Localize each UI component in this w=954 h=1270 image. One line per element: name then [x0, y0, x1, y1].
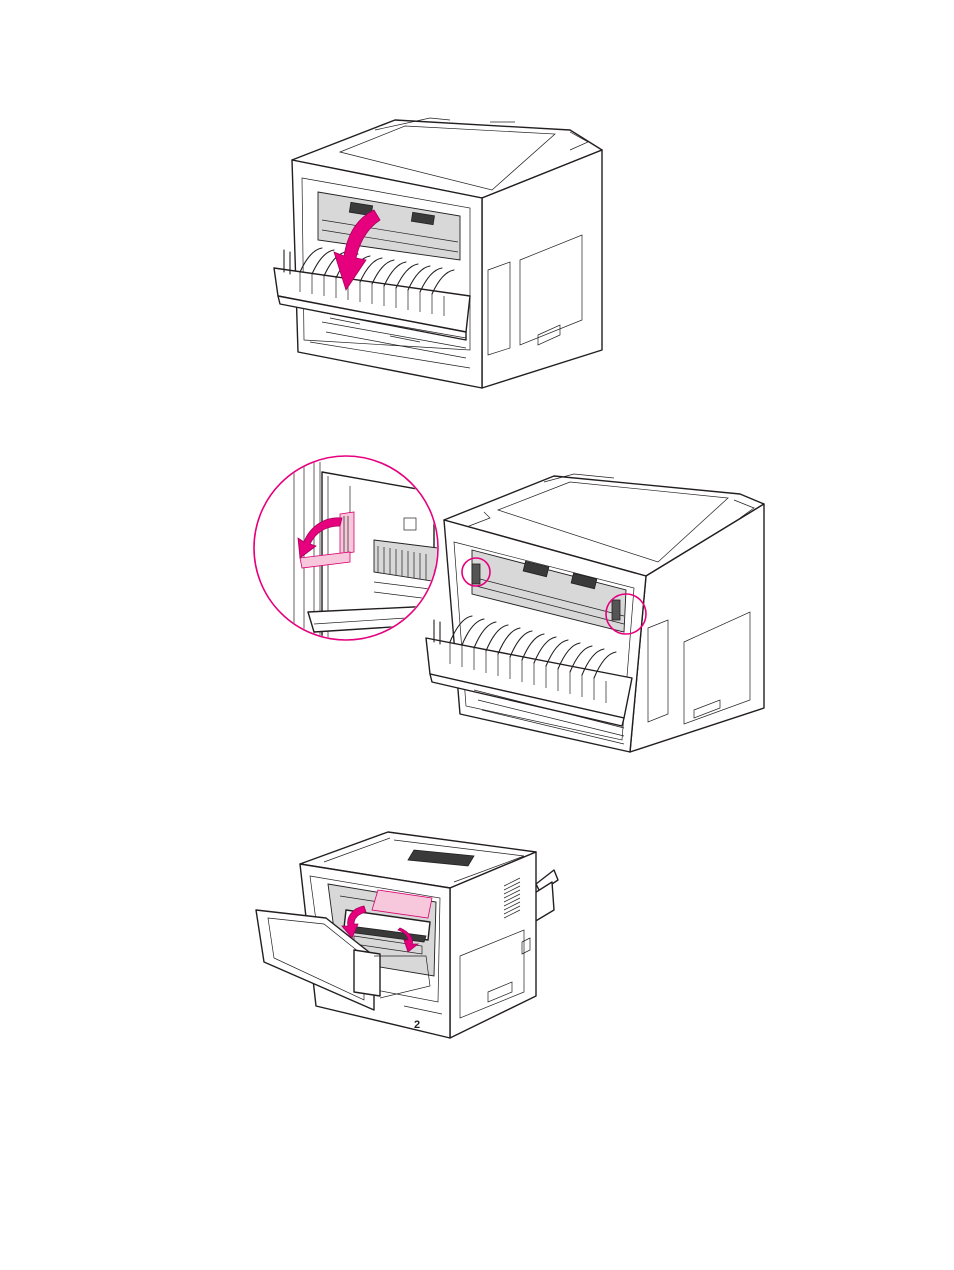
tray-number-label: 2: [414, 1019, 420, 1031]
printer-front-door-illustration: 2: [254, 826, 564, 1044]
figure-3-printer-front-door: 2: [254, 826, 564, 1044]
printer-levers-illustration: [254, 452, 774, 754]
zoom-detail: [254, 452, 438, 652]
figure-1-printer-rear-door: [270, 100, 610, 392]
printer-rear-door-illustration: [270, 100, 610, 392]
figure-2-printer-levers: [254, 452, 774, 754]
